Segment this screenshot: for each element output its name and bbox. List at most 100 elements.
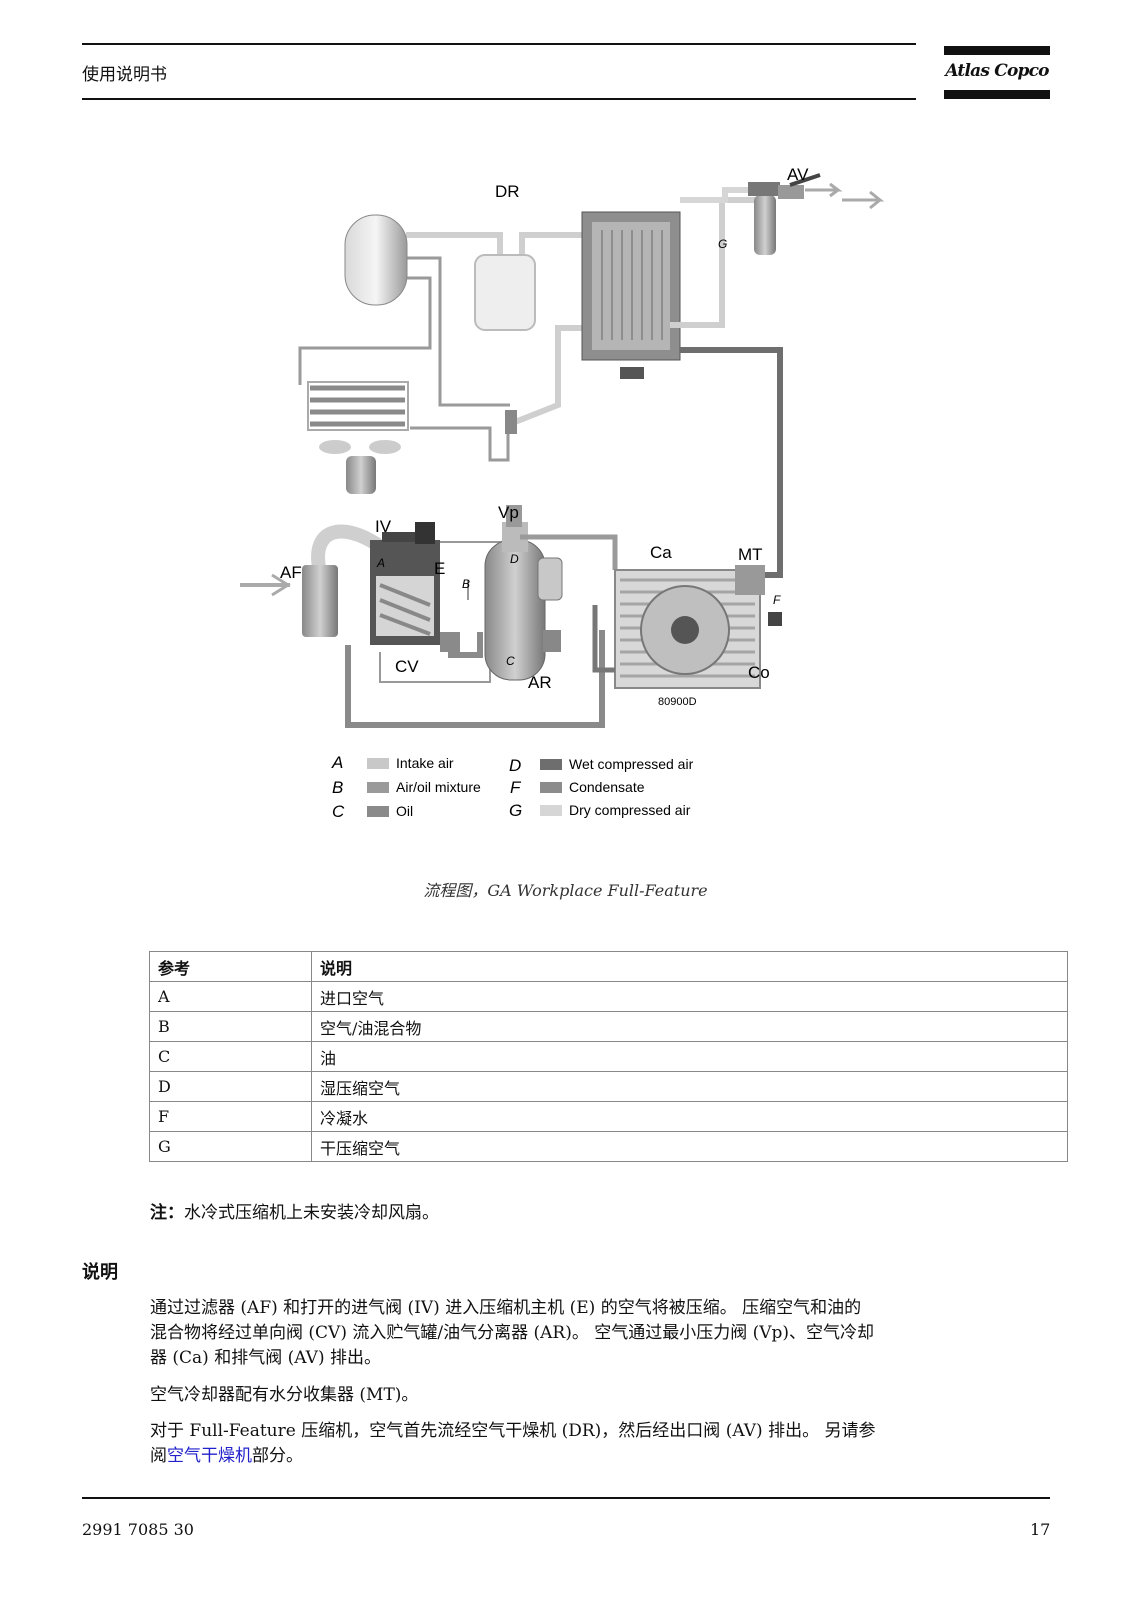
compressor-element: [370, 522, 460, 652]
dryer-separator: [474, 254, 536, 331]
logo-text: Atlas Copco: [945, 61, 1049, 81]
table-cell-desc: 冷凝水: [311, 1101, 1068, 1132]
legend-letter-g: G: [509, 801, 522, 820]
label-dr: DR: [495, 182, 520, 201]
label-iv: IV: [375, 517, 392, 536]
paragraph-3: 对于 Full-Feature 压缩机，空气首先流经空气干燥机 (DR)，然后经…: [150, 1419, 1058, 1469]
label-c: C: [506, 654, 515, 668]
label-g: G: [718, 237, 727, 251]
legend-text-b: Air/oil mixture: [396, 779, 481, 795]
label-af: AF: [280, 563, 302, 582]
paragraph-2: 空气冷却器配有水分收集器 (MT)。: [150, 1385, 419, 1405]
label-ar: AR: [528, 673, 552, 692]
air-to-cooler-pipe: [520, 534, 618, 570]
note: 注：水冷式压缩机上未安装冷却风扇。: [150, 1198, 439, 1223]
legend-letter-a: A: [331, 753, 343, 772]
table-cell-desc: 油: [311, 1041, 1068, 1072]
atlas-copco-logo: Atlas Copco: [944, 46, 1050, 100]
label-mt: MT: [738, 545, 763, 564]
paragraph-3-line-2: 阅空气干燥机部分。: [150, 1444, 1058, 1469]
legend-text-c: Oil: [396, 803, 413, 819]
condenser-fan: [319, 440, 401, 494]
table-cell-ref: B: [149, 1011, 312, 1042]
refrigerant-lines: [298, 256, 510, 462]
paragraph-1-line-2: 混合物将经过单向阀 (CV) 流入贮气罐/油气分离器 (AR)。 空气通过最小压…: [150, 1323, 875, 1343]
table-cell-ref: C: [149, 1041, 312, 1072]
expansion-valve: [505, 410, 517, 434]
reference-table: 参考 说明 A 进口空气 B 空气/油混合物 C 油 D 湿压缩空气 F 冷凝水…: [149, 951, 1068, 1162]
condenser-coil: [307, 381, 409, 431]
table-row: D 湿压缩空气: [149, 1071, 1068, 1102]
dryer-heat-exchanger: [581, 211, 681, 379]
label-vp: Vp: [498, 503, 519, 522]
legend: A Intake air B Air/oil mixture C Oil D W…: [331, 753, 694, 821]
legend-letter-d: D: [509, 756, 521, 775]
legend-text-a: Intake air: [396, 755, 454, 771]
label-co: Co: [748, 663, 770, 682]
paragraph-1-line-3: 器 (Ca) 和排气阀 (AV) 排出。: [150, 1348, 381, 1368]
paragraph-1-line-1: 通过过滤器 (AF) 和打开的进气阀 (IV) 进入压缩机主机 (E) 的空气将…: [150, 1298, 862, 1318]
legend-letter-f: F: [510, 778, 522, 797]
table-cell-desc: 空气/油混合物: [311, 1011, 1068, 1042]
table-header-row: 参考 说明: [149, 951, 1068, 982]
label-ca: Ca: [650, 543, 672, 562]
paragraph-1: 通过过滤器 (AF) 和打开的进气阀 (IV) 进入压缩机主机 (E) 的空气将…: [150, 1296, 1058, 1371]
refrigerant-receiver: [344, 214, 408, 306]
label-cv: CV: [395, 657, 419, 676]
table-cell-ref: G: [149, 1131, 312, 1162]
legend-swatch-d: [540, 759, 562, 770]
cooler-block: [614, 565, 782, 689]
oil-piping: [345, 630, 605, 728]
column-header-reference: 参考: [149, 951, 312, 982]
legend-swatch-b: [367, 782, 389, 793]
legend-letter-b: B: [332, 778, 343, 797]
figure-caption: 流程图，GA Workplace Full-Feature: [423, 881, 708, 900]
air-dryer-link[interactable]: 空气干燥机: [167, 1446, 252, 1466]
legend-text-g: Dry compressed air: [569, 802, 691, 818]
table-cell-ref: A: [149, 981, 312, 1012]
oil-separator-vessel: [484, 505, 546, 681]
page-number: 17: [1030, 1520, 1051, 1539]
legend-text-f: Condensate: [569, 779, 645, 795]
paragraph-3-suffix: 部分。: [252, 1446, 303, 1466]
legend-swatch-f: [540, 782, 562, 793]
table-row: A 进口空气: [149, 981, 1068, 1012]
section-title: 说明: [82, 1262, 118, 1283]
column-header-description: 说明: [311, 951, 1068, 982]
wet-air-to-dryer-pipe: [680, 347, 783, 578]
label-code: 80900D: [658, 696, 697, 708]
legend-letter-c: C: [332, 802, 345, 821]
legend-text-d: Wet compressed air: [569, 756, 694, 772]
header-top-rule: [82, 43, 916, 45]
note-text: 水冷式压缩机上未安装冷却风扇。: [184, 1203, 439, 1223]
label-av: AV: [787, 165, 809, 184]
table-cell-ref: D: [149, 1071, 312, 1102]
table-row: F 冷凝水: [149, 1101, 1068, 1132]
document-number: 2991 7085 30: [82, 1520, 194, 1539]
header-bottom-rule: [82, 98, 916, 100]
label-d: D: [510, 552, 519, 566]
legend-swatch-g: [540, 805, 562, 816]
flow-diagram: DR AV G IV Vp AF E A B D C CV AR Ca MT F…: [240, 165, 885, 821]
table-cell-desc: 干压缩空气: [311, 1131, 1068, 1162]
cooler-outlet-pipe: [592, 605, 615, 673]
table-row: G 干压缩空气: [149, 1131, 1068, 1162]
oil-filter: [537, 557, 563, 652]
paragraph-3-line-1: 对于 Full-Feature 压缩机，空气首先流经空气干燥机 (DR)，然后经…: [150, 1421, 876, 1441]
table-row: B 空气/油混合物: [149, 1011, 1068, 1042]
outlet-valve-assembly: [748, 173, 885, 255]
legend-swatch-a: [367, 758, 389, 769]
table-row: C 油: [149, 1041, 1068, 1072]
document-title: 使用说明书: [82, 65, 167, 85]
footer-rule: [82, 1497, 1050, 1499]
label-f: F: [773, 593, 781, 607]
note-label: 注：: [150, 1203, 184, 1223]
dry-air-riser-pipe: [680, 187, 760, 203]
table-cell-desc: 进口空气: [311, 981, 1068, 1012]
label-b: B: [462, 577, 470, 591]
dryer-piping: [406, 197, 755, 425]
label-e: E: [434, 559, 445, 578]
table-cell-ref: F: [149, 1101, 312, 1132]
paragraph-3-prefix: 阅: [150, 1446, 167, 1466]
legend-swatch-c: [367, 806, 389, 817]
